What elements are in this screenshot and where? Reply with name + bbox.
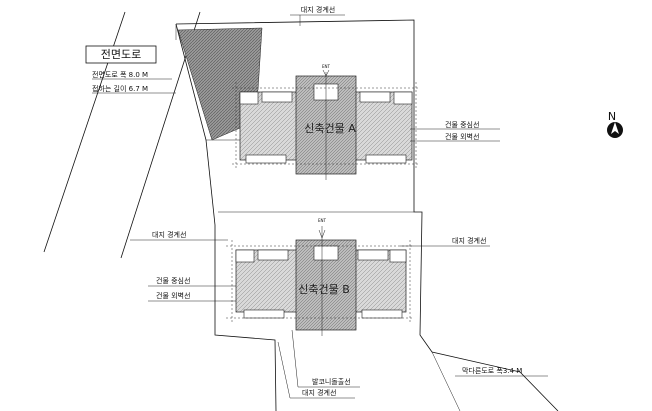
building-b-name: 신축건물 B xyxy=(298,283,350,296)
balcony-line-label: 발코니돌출선 xyxy=(312,377,351,386)
site-boundary-bottom-label: 대지 경계선 xyxy=(302,388,336,397)
north-compass: N xyxy=(607,110,623,138)
compass-north-letter: N xyxy=(608,110,616,123)
site-boundary-top-label: 대지 경계선 xyxy=(301,5,335,14)
site-boundary-left-label: 대지 경계선 xyxy=(152,230,186,239)
building-b-centerline-label: 건물 중심선 xyxy=(156,276,190,285)
building-a: 신축건물 A ENT xyxy=(232,64,420,180)
road-info: 전면도로 전면도로 폭 8.0 M 접하는 길이 6.7 M xyxy=(85,45,176,94)
dead-end-road-label: 막다른도로 폭3.4 M xyxy=(462,366,522,375)
site-boundary-right-label: 대지 경계선 xyxy=(452,236,486,245)
road-title: 전면도로 xyxy=(101,48,141,61)
building-a-centerline-label: 건물 중심선 xyxy=(445,120,479,129)
entrance-a-label: ENT xyxy=(322,64,331,69)
building-a-outerwall-label: 건물 외벽선 xyxy=(445,132,479,141)
building-b: 신축건물 B ENT xyxy=(226,218,414,336)
building-b-outerwall-label: 건물 외벽선 xyxy=(156,291,190,300)
building-a-name: 신축건물 A xyxy=(304,122,356,135)
road-width-text: 전면도로 폭 8.0 M xyxy=(92,70,148,79)
annotations: 대지 경계선 대지 경계선 대지 경계선 건물 중심선 건물 외벽선 건물 중심… xyxy=(130,5,548,399)
road-frontage-text: 접하는 길이 6.7 M xyxy=(92,84,148,93)
entrance-b-label: ENT xyxy=(318,218,327,223)
